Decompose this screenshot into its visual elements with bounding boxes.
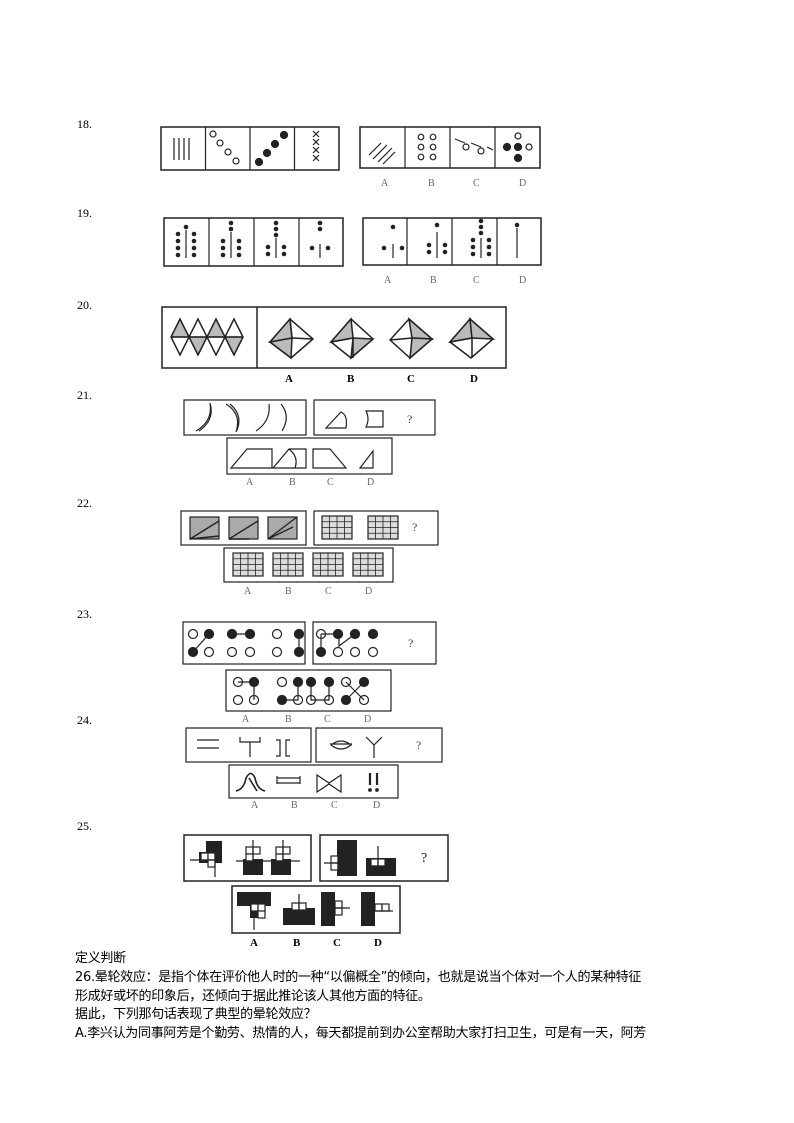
svg-text:B: B <box>285 586 292 597</box>
svg-text:D: D <box>365 586 372 597</box>
svg-text:C: C <box>324 714 331 725</box>
question-number-24: 24. <box>77 713 92 727</box>
svg-text:A: A <box>285 373 293 385</box>
q26-definition-line1: 26.晕轮效应：是指个体在评价他人时的一种“以偏概全”的倾向，也就是说当个体对一… <box>75 970 642 985</box>
question-number-21: 21. <box>77 388 92 402</box>
svg-text:?: ? <box>416 738 421 752</box>
svg-text:D: D <box>519 275 526 286</box>
q18-figure: A B C D <box>160 126 541 189</box>
q26-definition-line2: 形成好或坏的印象后，还倾向于据此推论该人其他方面的特征。 <box>75 989 431 1004</box>
q26-prompt: 据此，下列那句话表现了典型的晕轮效应？ <box>75 1007 317 1022</box>
svg-text:?: ? <box>412 520 417 534</box>
q22-figure: ? A B C D <box>180 510 439 597</box>
svg-text:B: B <box>428 178 435 189</box>
svg-text:D: D <box>374 937 382 949</box>
svg-text:C: C <box>327 477 334 488</box>
svg-text:A: A <box>246 477 254 488</box>
svg-text:?: ? <box>421 851 427 866</box>
svg-text:D: D <box>364 714 371 725</box>
q26-option-a: A.李兴认为同事阿芳是个勤劳、热情的人，每天都提前到办公室帮助大家打扫卫生，可是… <box>75 1026 646 1041</box>
svg-text:A: A <box>384 275 392 286</box>
svg-text:D: D <box>373 800 380 811</box>
question-number-19: 19. <box>77 206 92 220</box>
svg-text:B: B <box>285 714 292 725</box>
question-number-23: 23. <box>77 607 92 621</box>
q24-figure: ? A B C D <box>185 727 443 811</box>
svg-text:A: A <box>242 714 250 725</box>
q21-figure: ? A B C D <box>183 399 436 488</box>
svg-text:A: A <box>251 800 259 811</box>
svg-text:D: D <box>519 178 526 189</box>
q19-figure: A B C D <box>163 217 542 286</box>
svg-text:D: D <box>367 477 374 488</box>
svg-text:B: B <box>347 373 355 385</box>
question-number-25: 25. <box>77 819 92 833</box>
svg-text:C: C <box>325 586 332 597</box>
question-number-22: 22. <box>77 496 92 510</box>
q23-figure: ? A B C D <box>182 621 437 725</box>
question-number-18: 18. <box>77 117 92 131</box>
svg-text:C: C <box>331 800 338 811</box>
svg-text:B: B <box>293 937 301 949</box>
svg-text:B: B <box>291 800 298 811</box>
question-number-20: 20. <box>77 298 92 312</box>
svg-text:C: C <box>473 178 480 189</box>
section-title: 定义判断 <box>75 951 126 966</box>
grid-figures <box>232 515 399 577</box>
svg-text:C: C <box>473 275 480 286</box>
svg-text:?: ? <box>407 412 412 426</box>
svg-text:C: C <box>407 373 415 385</box>
svg-text:D: D <box>470 373 478 385</box>
svg-text:A: A <box>250 937 258 949</box>
q20-figure: A B C D <box>161 306 507 385</box>
q25-figure: ? A B C D <box>183 834 449 949</box>
svg-text:B: B <box>289 477 296 488</box>
svg-text:C: C <box>333 937 341 949</box>
svg-text:?: ? <box>408 636 413 650</box>
svg-text:B: B <box>430 275 437 286</box>
svg-text:A: A <box>381 178 389 189</box>
svg-text:A: A <box>244 586 252 597</box>
